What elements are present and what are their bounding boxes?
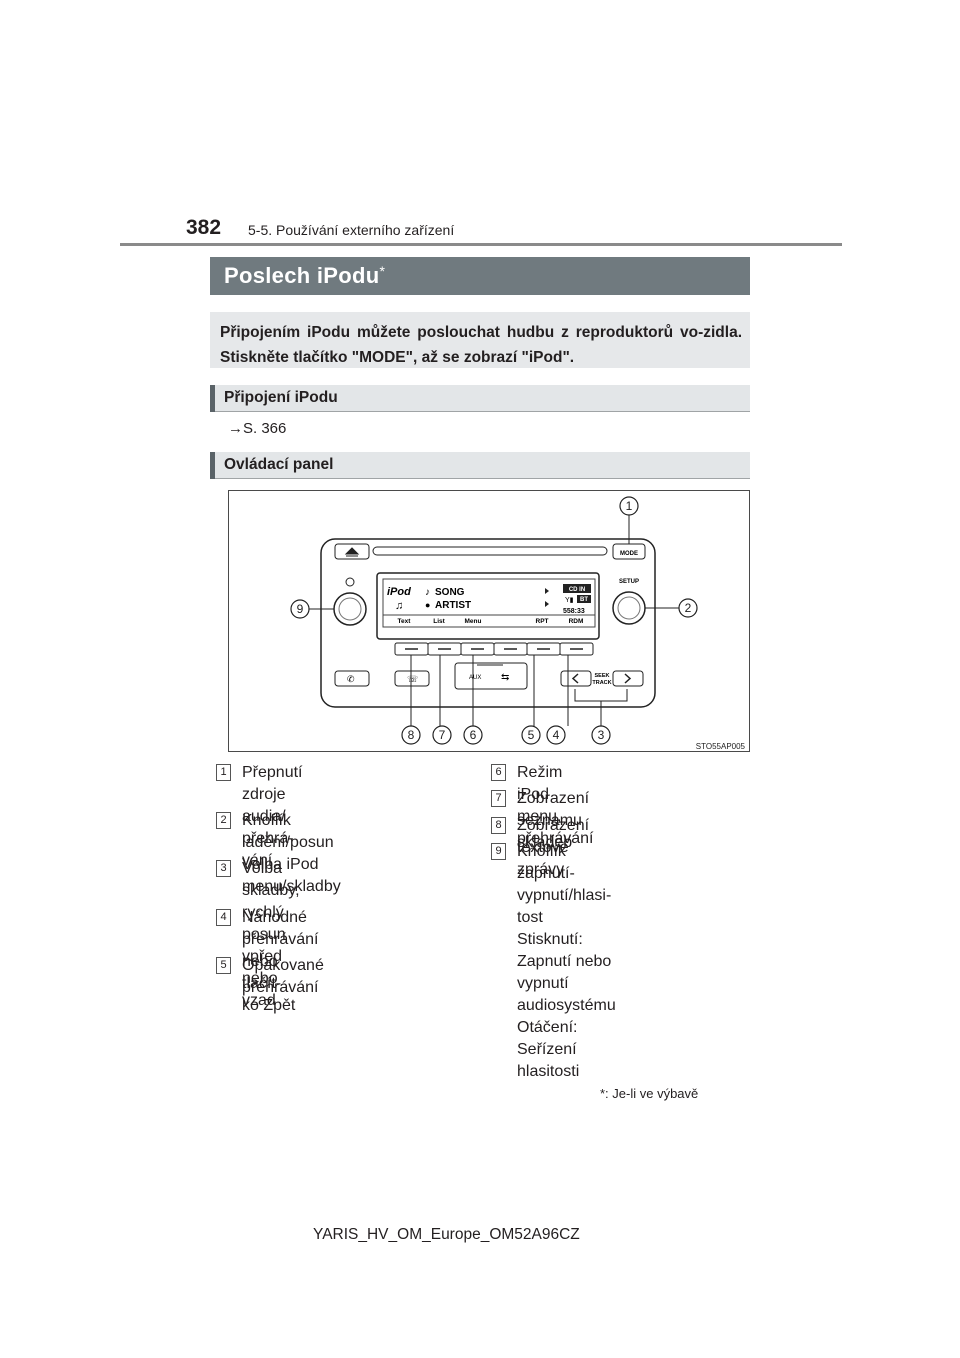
track-label: TRACK [592, 680, 611, 686]
item-number-badge: 8 [491, 817, 506, 834]
seek-forward-button [612, 670, 644, 687]
item-number-badge: 3 [216, 860, 231, 877]
phone-pickup-icon: ✆ [347, 674, 355, 684]
subheading-marker [210, 452, 215, 479]
item-number-badge: 2 [216, 812, 231, 829]
softkey-buttons [394, 642, 594, 656]
display-screen [382, 578, 596, 628]
callout-4: 4 [553, 728, 560, 742]
signal-icon: Y▮ [565, 597, 574, 604]
item-text: Přepnutí zdroje audia/ přehrá- vání [242, 764, 303, 869]
cd-slot [372, 546, 608, 556]
callout-leaders [309, 515, 679, 726]
subheading-connect-label: Připojení iPodu [224, 389, 338, 406]
music-note-icon: ♪ [425, 587, 430, 598]
page-title-bar: Poslech iPodu* [210, 257, 750, 295]
callout-circles [290, 496, 698, 745]
phone-hangup-button [394, 670, 430, 687]
item-text: Volba skladby, rychlý posun vpřed nebo v… [242, 860, 300, 1009]
callout-6: 6 [470, 728, 477, 742]
setup-label: SETUP [619, 579, 639, 585]
page-reference: →S. 366 [228, 420, 287, 437]
aux-label: AUX [469, 675, 481, 681]
item-number-badge: 1 [216, 764, 231, 781]
item-text: Náhodné přehrávání nebo tlačít- ko Zpět [242, 909, 319, 1014]
seek-back-button [560, 670, 592, 687]
control-panel-figure: MODE SETUP iPod ♪ SONG ♫ ● ARTIST CD IN … [228, 490, 750, 752]
chevron-left-icon [571, 673, 579, 684]
callout-5: 5 [528, 728, 535, 742]
softkey-list-label: List [433, 618, 445, 625]
item-text: Režim iPod menu, přehrávání [517, 764, 594, 847]
knob-inner-ring [617, 596, 641, 620]
display-artist-text: ARTIST [435, 600, 471, 611]
item-text: Knoflík zapnutí-vypnutí/hlasi- tost Stis… [517, 843, 616, 1080]
section-label: 5-5. Používání externího zařízení [248, 222, 455, 238]
softkey-menu-label: Menu [465, 618, 482, 625]
callout-numbers: 1 2 3 4 5 6 7 8 9 [297, 499, 692, 742]
mode-label: MODE [620, 551, 638, 557]
intro-text: Připojením iPodu můžete poslouchat hudbu… [220, 324, 742, 366]
item-number-badge: 5 [216, 957, 231, 974]
subheading-panel-label: Ovládací panel [224, 456, 334, 473]
control-panel-illustration: MODE SETUP iPod ♪ SONG ♫ ● ARTIST CD IN … [290, 496, 746, 751]
subheading-panel: Ovládací panel [210, 452, 750, 479]
artist-person-icon: ● [425, 600, 430, 610]
display-time: 558:33 [563, 608, 585, 615]
title-asterisk: * [379, 263, 386, 279]
item-number-badge: 6 [491, 764, 506, 781]
item-text: Zobrazení textové zprávy [517, 817, 590, 878]
subheading-connect: Připojení iPodu [210, 385, 750, 412]
usb-icon: ⇆ [501, 672, 509, 683]
callout-1: 1 [626, 499, 633, 513]
callout-2: 2 [685, 601, 692, 615]
subheading-marker [210, 385, 215, 412]
eject-icon [344, 547, 360, 557]
chevron-right-icon [624, 673, 632, 684]
item-text: Zobrazení seznamu skladeb [517, 790, 590, 851]
item-number-badge: 4 [216, 909, 231, 926]
item-number-badge: 7 [491, 790, 506, 807]
page-title-text: Poslech iPodu [224, 263, 380, 288]
bt-indicator [577, 595, 591, 603]
item-number-badge: 9 [491, 843, 506, 860]
callout-7: 7 [439, 728, 446, 742]
item-text: Knoflík ladění/posun Volba iPod menu/skl… [242, 812, 341, 895]
display-ipod-text: iPod [387, 586, 411, 598]
power-icon [345, 577, 355, 587]
phone-hangup-icon: ☏ [407, 674, 418, 684]
music-notes-icon: ♫ [395, 600, 403, 612]
item-text: Opakované přehrávání [242, 957, 324, 996]
callout-3: 3 [598, 728, 605, 742]
phone-pickup-button [334, 670, 370, 687]
seek-label: SEEK [595, 673, 610, 679]
cd-in-label: CD IN [569, 587, 585, 593]
header-divider [120, 243, 842, 246]
softkey-text-label: Text [398, 618, 412, 625]
bt-label: BT [580, 597, 588, 603]
knob-inner-ring [338, 597, 362, 621]
callout-9: 9 [297, 602, 304, 616]
artist-arrow-icon [545, 601, 549, 607]
intro-box: Připojením iPodu můžete poslouchat hudbu… [210, 312, 750, 368]
display-song-text: SONG [435, 587, 465, 598]
figure-code: STO55AP005 [696, 742, 746, 751]
document-code: YARIS_HV_OM_Europe_OM52A96CZ [313, 1226, 580, 1243]
page-title: Poslech iPodu* [224, 263, 385, 289]
cd-in-indicator [563, 584, 591, 593]
song-arrow-icon [545, 588, 549, 594]
softkey-rpt-label: RPT [536, 618, 549, 625]
footnote: *: Je-li ve výbavě [600, 1086, 699, 1101]
softkey-rdm-label: RDM [569, 618, 584, 625]
callout-8: 8 [408, 728, 415, 742]
page-number: 382 [186, 216, 222, 239]
aux-usb-cover [454, 662, 528, 690]
